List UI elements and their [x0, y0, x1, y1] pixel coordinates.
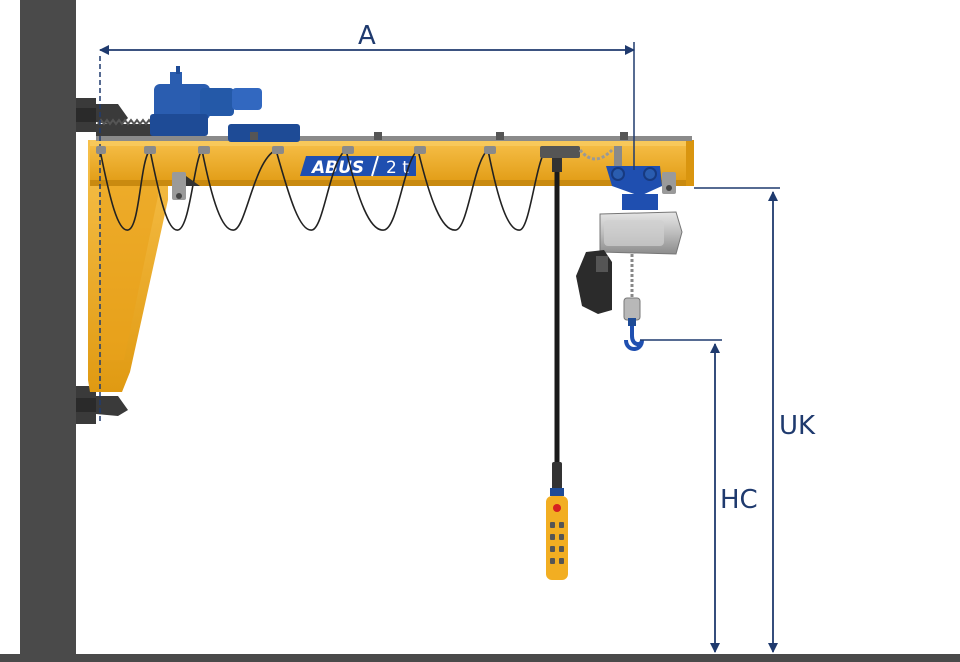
- end-buffers: [172, 172, 676, 200]
- electric-chain-hoist: [576, 211, 683, 314]
- wall: [20, 0, 76, 662]
- brand-label: ABUS: [310, 158, 364, 178]
- festoon-cable: [99, 148, 547, 231]
- lower-wall-bracket: [76, 386, 128, 424]
- slew-drive-motor: [150, 66, 300, 142]
- dimension-a: A: [99, 21, 635, 170]
- pendant-control: [546, 158, 568, 580]
- dimension-hc-label: HC: [720, 485, 758, 515]
- capacity-label: 2 t: [386, 158, 409, 178]
- dimension-uk: UK: [694, 187, 816, 653]
- abus-logo: ABUS 2 t: [300, 155, 416, 178]
- boom-bolts: [250, 132, 628, 140]
- dimension-hc: HC: [640, 339, 758, 653]
- slewing-gear: [96, 118, 160, 136]
- cable-trolleys: [96, 146, 580, 158]
- dimension-uk-label: UK: [779, 411, 816, 441]
- floor: [0, 654, 960, 662]
- emergency-stop-icon: [553, 504, 561, 512]
- hoist-trolley: [606, 146, 662, 210]
- dimension-a-label: A: [358, 21, 376, 51]
- hook-assembly: [623, 254, 644, 351]
